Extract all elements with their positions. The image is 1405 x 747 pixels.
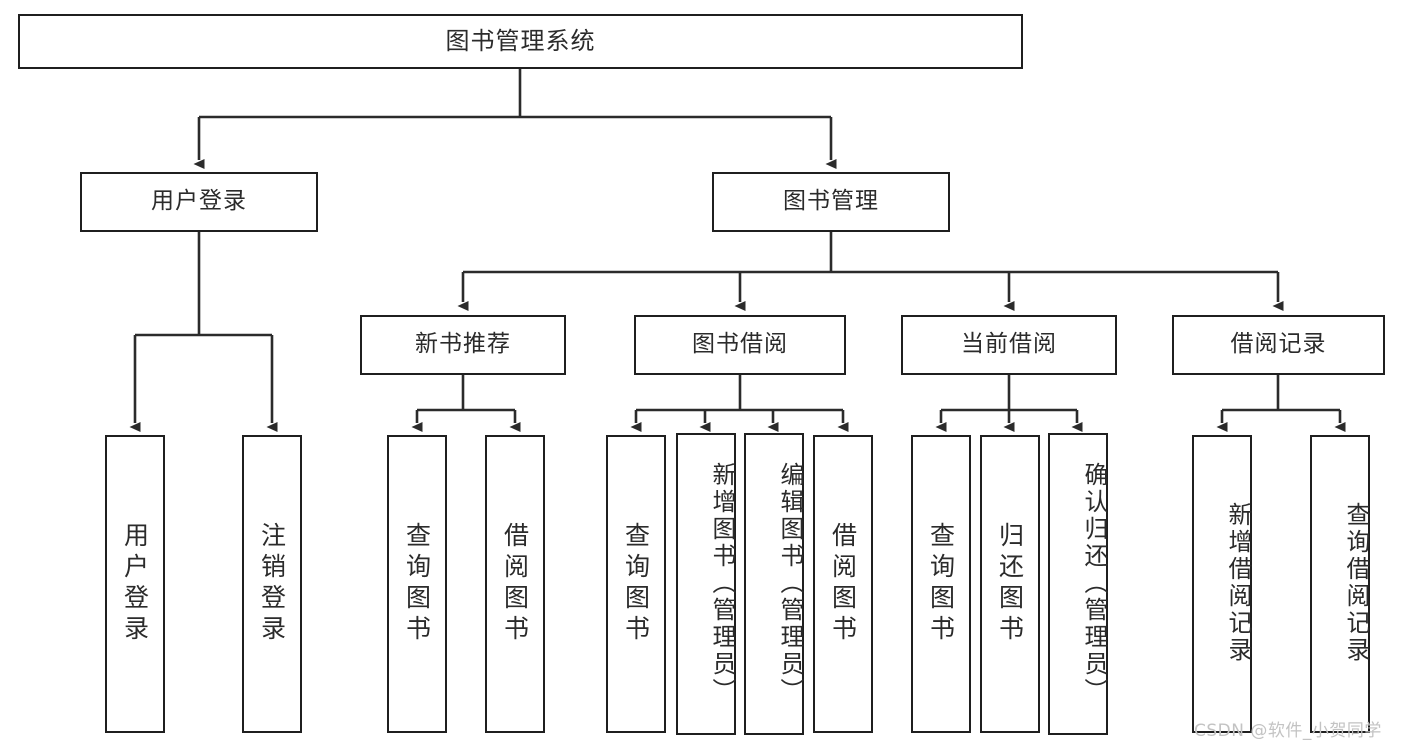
node-book-manage[interactable]: 图书管理	[712, 172, 950, 232]
leaf-query-book-current[interactable]: 查询图书	[911, 435, 971, 733]
leaf-query-borrow-record[interactable]: 查询借阅记录	[1310, 435, 1370, 733]
node-book-borrow[interactable]: 图书借阅	[634, 315, 846, 375]
node-borrow-record[interactable]: 借阅记录	[1172, 315, 1385, 375]
leaf-borrow-book-recommend[interactable]: 借阅图书	[485, 435, 545, 733]
leaf-borrow-book-borrow[interactable]: 借阅图书	[813, 435, 873, 733]
csdn-watermark: CSDN @软件_小贺同学	[1194, 721, 1382, 741]
leaf-logout-login[interactable]: 注销登录	[242, 435, 302, 733]
leaf-add-borrow-record[interactable]: 新增借阅记录	[1192, 435, 1252, 733]
node-root-system[interactable]: 图书管理系统	[18, 14, 1023, 69]
leaf-confirm-return-admin[interactable]: 确认归还（管理员）	[1048, 433, 1108, 735]
node-user-login[interactable]: 用户登录	[80, 172, 318, 232]
node-current-borrow[interactable]: 当前借阅	[901, 315, 1117, 375]
leaf-user-login[interactable]: 用户登录	[105, 435, 165, 733]
leaf-edit-book-admin[interactable]: 编辑图书（管理员）	[744, 433, 804, 735]
leaf-query-book-borrow[interactable]: 查询图书	[606, 435, 666, 733]
leaf-query-book-recommend[interactable]: 查询图书	[387, 435, 447, 733]
node-new-book-recommend[interactable]: 新书推荐	[360, 315, 566, 375]
leaf-return-book[interactable]: 归还图书	[980, 435, 1040, 733]
leaf-add-book-admin[interactable]: 新增图书（管理员）	[676, 433, 736, 735]
